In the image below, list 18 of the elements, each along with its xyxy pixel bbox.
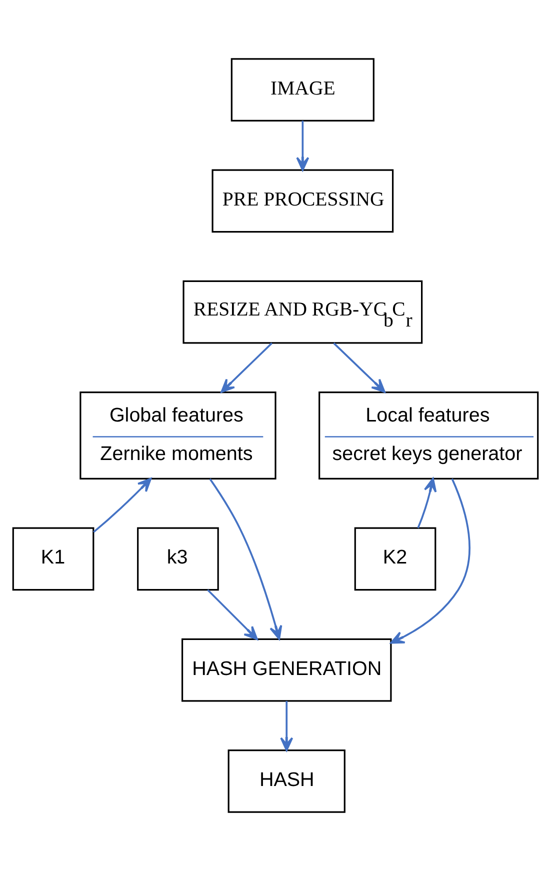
arrow xyxy=(280,701,294,752)
arrow xyxy=(417,478,437,528)
node-box: K2 xyxy=(354,527,436,591)
arrow xyxy=(296,120,310,171)
arrow xyxy=(93,478,152,533)
node-box: Local features secret keys generator xyxy=(318,391,539,480)
arrow xyxy=(220,342,272,393)
node-box: k3 xyxy=(137,527,219,591)
arrow xyxy=(207,589,258,640)
arrow xyxy=(333,342,386,393)
node-box: IMAGE xyxy=(230,58,374,122)
node-box: HASH xyxy=(228,750,346,813)
node-box: HASH GENERATION xyxy=(181,638,392,702)
arrow xyxy=(390,478,470,644)
node-box: K1 xyxy=(12,527,94,591)
node-box: Global features Zernike moments xyxy=(80,391,276,480)
node-box: PRE PROCESSING xyxy=(212,169,394,233)
arrow xyxy=(209,478,282,640)
